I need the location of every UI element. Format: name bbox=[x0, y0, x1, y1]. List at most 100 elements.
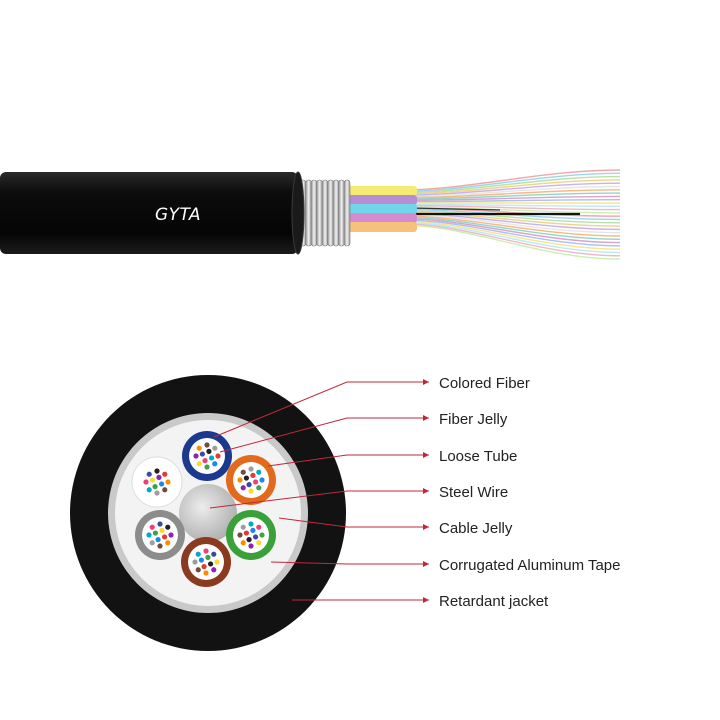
colored-fiber-dot bbox=[168, 532, 174, 538]
colored-fiber-dot bbox=[162, 534, 168, 540]
fiber-strand bbox=[399, 169, 621, 191]
cable-brand-text: GYTA bbox=[155, 205, 201, 225]
leader-arrowhead bbox=[423, 524, 429, 530]
colored-fiber-dot bbox=[215, 453, 221, 459]
fiber-strand bbox=[399, 217, 621, 244]
fiber-strand bbox=[399, 199, 621, 203]
leader-line bbox=[219, 417, 429, 453]
colored-fiber-dot bbox=[149, 477, 155, 483]
colored-fiber-dot bbox=[204, 464, 210, 470]
colored-fiber-dot bbox=[256, 540, 262, 546]
colored-fiber-dot bbox=[256, 469, 262, 475]
loose-tubes-cross bbox=[131, 431, 276, 587]
loose-tube-side bbox=[345, 213, 417, 223]
corrugation-rib bbox=[316, 179, 323, 247]
fiber-strand bbox=[399, 211, 621, 227]
fiber-strand bbox=[399, 214, 621, 234]
loose-tubes-side bbox=[345, 186, 417, 232]
colored-fiber-dot bbox=[199, 451, 205, 457]
loose-tube-side bbox=[345, 186, 417, 196]
fiber-strand bbox=[399, 203, 621, 207]
fiber-strand bbox=[399, 220, 621, 250]
colored-fiber-dot bbox=[149, 540, 155, 546]
colored-fiber-dot bbox=[248, 543, 254, 549]
loose-tube-side bbox=[345, 195, 417, 205]
colored-fiber-dot bbox=[212, 461, 218, 467]
leader-line bbox=[270, 561, 429, 565]
fiber-strand bbox=[399, 192, 621, 200]
corrugation-rib bbox=[310, 179, 318, 247]
leader-lines bbox=[209, 379, 429, 603]
loose-tube-side bbox=[345, 204, 417, 214]
colored-fiber-dot bbox=[248, 521, 254, 527]
colored-fiber-dot bbox=[195, 567, 201, 573]
colored-fiber-dot bbox=[165, 479, 171, 485]
leader-line bbox=[267, 454, 429, 467]
fiber-strand bbox=[399, 195, 621, 202]
colored-fiber-dot bbox=[240, 485, 246, 491]
colored-fiber-dot bbox=[162, 471, 168, 477]
colored-fiber-dot bbox=[146, 532, 152, 538]
colored-fiber-dot bbox=[152, 530, 158, 536]
loose-tube-side bbox=[345, 222, 417, 232]
colored-fiber-dot bbox=[256, 524, 262, 530]
colored-fiber-dot bbox=[214, 559, 220, 565]
colored-fiber-dot bbox=[159, 527, 165, 533]
colored-fiber-dot bbox=[196, 445, 202, 451]
colored-fiber-dot bbox=[152, 484, 158, 490]
fiber-strand bbox=[399, 175, 621, 194]
fiber-strand-dark bbox=[409, 207, 501, 211]
label-cable-jelly: Cable Jelly bbox=[439, 520, 513, 537]
fiber-bundle bbox=[399, 169, 621, 260]
leader-line bbox=[278, 517, 429, 528]
fiber-strand bbox=[399, 172, 621, 192]
corrugation-rib bbox=[321, 179, 329, 247]
label-steel-wire: Steel Wire bbox=[439, 484, 508, 501]
colored-fiber-dot bbox=[193, 453, 199, 459]
colored-fiber-dot bbox=[243, 475, 249, 481]
label-colored-fiber: Colored Fiber bbox=[439, 375, 530, 392]
colored-fiber-dot bbox=[256, 485, 262, 491]
colored-fiber-dot bbox=[157, 521, 163, 527]
fiber-strand bbox=[399, 219, 621, 247]
colored-fiber-dot bbox=[196, 461, 202, 467]
colored-fiber-dot bbox=[155, 537, 161, 543]
fiber-strand bbox=[399, 224, 621, 260]
colored-fiber-dot bbox=[246, 482, 252, 488]
colored-fiber-dot bbox=[146, 487, 152, 493]
colored-fiber-dot bbox=[253, 479, 259, 485]
label-retardant-jacket: Retardant jacket bbox=[439, 593, 549, 610]
colored-fiber-dot bbox=[248, 466, 254, 472]
colored-fiber-dot bbox=[212, 445, 218, 451]
colored-fiber-dot bbox=[202, 458, 208, 464]
colored-fiber-dot bbox=[237, 477, 243, 483]
colored-fiber-dot bbox=[203, 548, 209, 554]
colored-fiber-dot bbox=[208, 561, 214, 567]
steel-wire-core bbox=[179, 484, 237, 542]
corrugation-rib bbox=[338, 179, 345, 247]
colored-fiber-dot bbox=[192, 559, 198, 565]
colored-fiber-dot bbox=[250, 527, 256, 533]
colored-fiber-dot bbox=[156, 474, 162, 480]
fiber-strand bbox=[399, 179, 621, 195]
cable-side-view: GYTA bbox=[0, 169, 621, 260]
colored-fiber-dot bbox=[203, 570, 209, 576]
cable-cross-section bbox=[70, 375, 346, 651]
colored-fiber-dot bbox=[201, 564, 207, 570]
colored-fiber-dot bbox=[198, 557, 204, 563]
colored-fiber-dot bbox=[237, 532, 243, 538]
corrugation-rib bbox=[305, 179, 312, 247]
fiber-strand bbox=[399, 206, 621, 214]
label-loose-tube: Loose Tube bbox=[439, 448, 517, 465]
leader-arrowhead bbox=[423, 379, 429, 385]
colored-fiber-dot bbox=[243, 530, 249, 536]
fiber-strand bbox=[399, 189, 621, 199]
label-fiber-jelly: Fiber Jelly bbox=[439, 411, 508, 428]
colored-fiber-dot bbox=[165, 524, 171, 530]
colored-fiber-dot bbox=[149, 524, 155, 530]
leader-line bbox=[213, 381, 429, 438]
colored-fiber-dot bbox=[250, 472, 256, 478]
colored-fiber-dot bbox=[143, 479, 149, 485]
label-corrugated-aluminum-tape: Corrugated Aluminum Tape bbox=[439, 557, 621, 574]
